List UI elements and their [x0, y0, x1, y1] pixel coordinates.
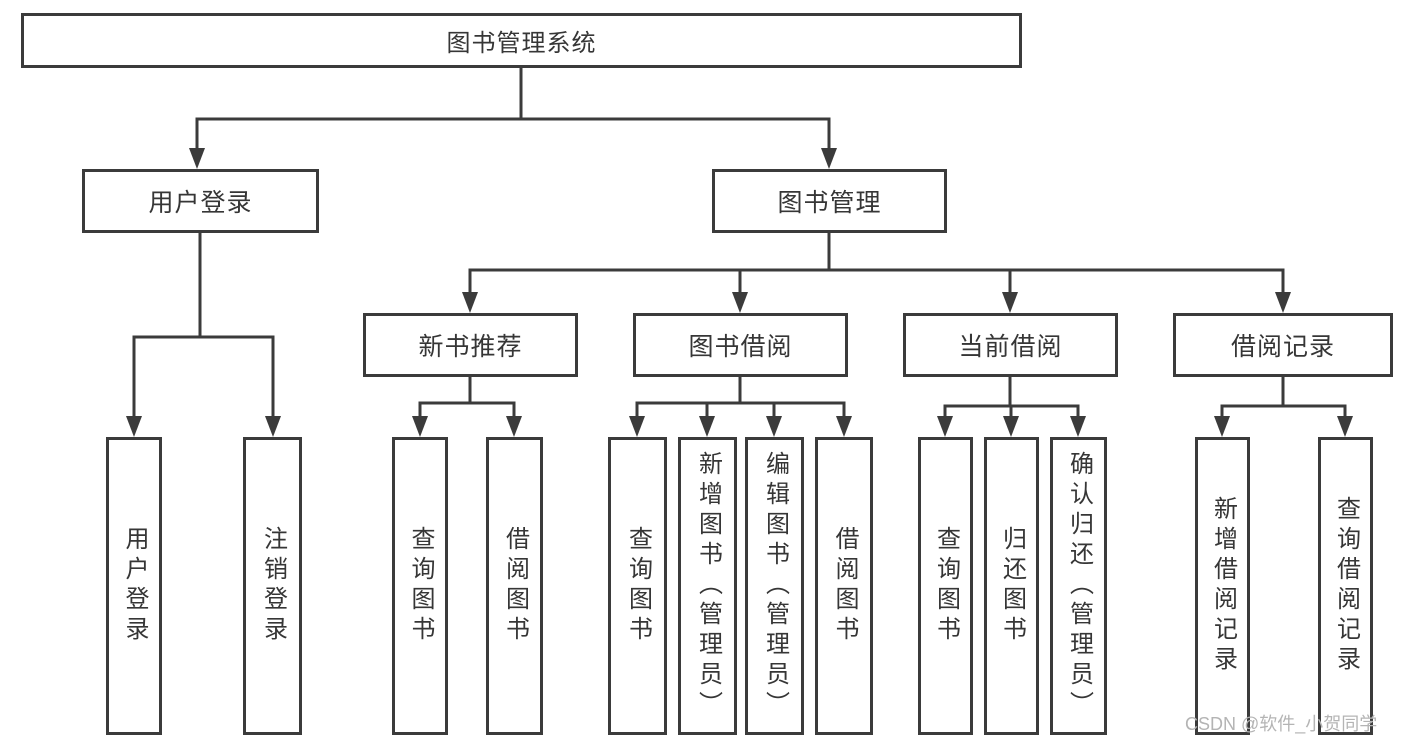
leaf-label: 归还图书 [998, 526, 1026, 646]
leaf-query-books-current: 查询图书 [918, 437, 973, 735]
leaf-query-borrow-record: 查询借阅记录 [1318, 437, 1373, 735]
connector-currentborrow-to-leaves [943, 377, 1080, 418]
arrowhead [1275, 292, 1291, 313]
arrowhead [126, 416, 142, 437]
leaf-logout-login: 注销登录 [243, 437, 302, 735]
node-label: 当前借阅 [958, 333, 1063, 361]
arrowhead [265, 416, 281, 437]
node-label: 图书借阅 [688, 333, 793, 361]
leaf-label: 查询图书 [407, 526, 434, 646]
node-label: 借阅记录 [1230, 333, 1335, 361]
arrowhead [1002, 292, 1018, 313]
node-label: 用户登录 [148, 189, 253, 217]
leaf-label: 查询图书 [932, 526, 960, 646]
arrowhead [766, 416, 782, 437]
leaf-label: 新增图书（管理员） [694, 451, 722, 721]
arrowhead [1003, 416, 1019, 437]
arrowhead [821, 148, 837, 169]
leaf-borrow-books-newbooks: 借阅图书 [486, 437, 543, 735]
arrowhead [699, 416, 715, 437]
leaf-add-book-admin: 新增图书（管理员） [678, 437, 737, 735]
arrowhead [506, 416, 522, 437]
arrowhead [629, 416, 645, 437]
leaf-label: 用户登录 [121, 526, 148, 646]
leaf-label: 编辑图书（管理员） [761, 451, 789, 721]
connector-root-to-level2 [195, 68, 831, 150]
leaf-label: 注销登录 [259, 526, 287, 646]
arrowhead [732, 292, 748, 313]
node-label: 图书管理系统 [446, 30, 597, 57]
node-label: 图书管理 [777, 189, 882, 217]
node-book-borrowing: 图书借阅 [633, 313, 848, 377]
arrowhead [836, 416, 852, 437]
node-new-book-recommendation: 新书推荐 [363, 313, 578, 377]
connector-newbooks-to-leaves [418, 377, 516, 418]
leaf-add-borrow-record: 新增借阅记录 [1195, 437, 1250, 735]
node-library-management-system: 图书管理系统 [21, 13, 1022, 68]
leaf-user-login: 用户登录 [106, 437, 162, 735]
leaf-edit-book-admin: 编辑图书（管理员） [745, 437, 804, 735]
node-label: 新书推荐 [418, 333, 523, 361]
arrowhead [1070, 416, 1086, 437]
arrowhead [937, 416, 953, 437]
node-user-login: 用户登录 [82, 169, 319, 233]
leaf-query-books-borrowing: 查询图书 [608, 437, 667, 735]
leaf-label: 借阅图书 [501, 526, 529, 646]
leaf-query-books-newbooks: 查询图书 [392, 437, 448, 735]
arrowhead [1214, 416, 1230, 437]
connector-borrowrecords-to-leaves [1220, 377, 1347, 418]
node-current-borrowing: 当前借阅 [903, 313, 1118, 377]
leaf-return-book: 归还图书 [984, 437, 1039, 735]
arrowhead [1337, 416, 1353, 437]
connector-bookmgmt-to-level3 [468, 233, 1285, 294]
node-book-management: 图书管理 [712, 169, 947, 233]
csdn-watermark: CSDN @软件_小贺同学 [1185, 714, 1378, 734]
leaf-borrow-books-borrowing: 借阅图书 [815, 437, 873, 735]
leaf-label: 查询图书 [624, 526, 652, 646]
arrowhead [412, 416, 428, 437]
arrowhead [462, 292, 478, 313]
leaf-label: 借阅图书 [831, 526, 858, 646]
arrowhead [189, 148, 205, 169]
connector-userlogin-to-leaves [132, 233, 275, 418]
leaf-label: 确认归还（管理员） [1065, 451, 1093, 721]
connector-bookborrow-to-leaves [635, 377, 846, 418]
leaf-confirm-return-admin: 确认归还（管理员） [1050, 437, 1107, 735]
node-borrow-records: 借阅记录 [1173, 313, 1393, 377]
leaf-label: 查询借阅记录 [1332, 496, 1360, 676]
leaf-label: 新增借阅记录 [1209, 496, 1237, 676]
